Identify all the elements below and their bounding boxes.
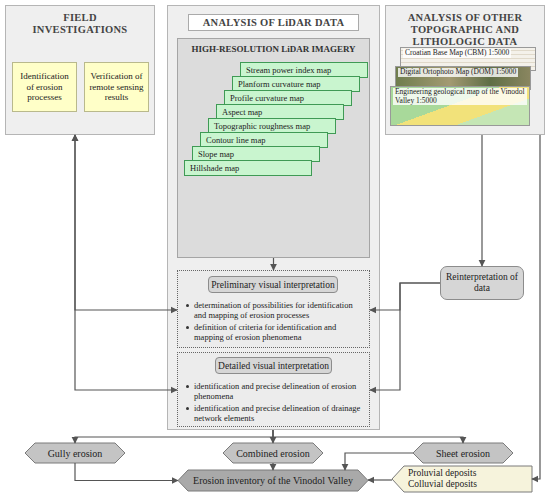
map-label: Croatian Base Map (CBM) 1:5000 (403, 49, 511, 58)
output-hexagon: Erosion inventory of the Vinodol Valley (178, 470, 368, 491)
bullet-dot (186, 385, 189, 388)
connector-arrow (370, 283, 440, 390)
result-label: Erosion inventory of the Vinodol Valley (193, 475, 353, 486)
bullet-row: identification and precise delineation o… (186, 381, 363, 401)
bullet-text: identification and precise delineation o… (194, 403, 363, 423)
connector-arrow (368, 479, 392, 480)
result-label: Combined erosion (236, 448, 310, 459)
process-box: Identification of erosion processes (12, 62, 77, 112)
connector-arrow (75, 430, 273, 443)
step-group: determination of possibilities for ident… (177, 270, 370, 348)
box-label: Reinterpretation of data (444, 272, 520, 294)
outline-polygon (223, 443, 323, 463)
process-box: Verification of remote sensing results (84, 62, 149, 112)
connector-arrow (75, 135, 177, 390)
outline-polygon (392, 466, 532, 492)
bullet-row: definition of criteria for identificatio… (186, 322, 363, 342)
map-label: Digital Ortophoto Map (DOM) 1:5000 (398, 68, 518, 77)
result-hexagon: Combined erosion (223, 443, 323, 463)
connector-arrow (481, 135, 482, 266)
layer-label: Aspect map (222, 107, 262, 117)
layer-label: Profile curvature map (230, 93, 304, 103)
group-box: HIGH-RESOLUTION LiDAR IMAGERY Stream powe… (177, 38, 370, 258)
step-group: identification and precise delineation o… (177, 352, 370, 427)
bullet-row: identification and precise delineation o… (186, 403, 363, 423)
connector-arrow (273, 430, 463, 443)
connector-arrow (272, 430, 273, 443)
process-box: Reinterpretation of data (440, 266, 524, 300)
result-label: Gully erosion (48, 448, 103, 459)
layer-label: Topographic roughness map (214, 121, 310, 131)
bullet-row: determination of possibilities for ident… (186, 300, 363, 320)
connector-arrow (75, 135, 177, 310)
layer-label: Planform curvature map (238, 79, 321, 89)
step-box: Preliminary visual interpretation (208, 276, 338, 293)
box-label: Identification of erosion processes (16, 71, 73, 103)
connector-arrow (532, 135, 540, 479)
step-box: Detailed visual interpretation (215, 357, 332, 374)
layer-label: Stream power index map (246, 65, 331, 75)
bullet-text: determination of possibilities for ident… (194, 300, 363, 320)
panel-title: FIELD INVESTIGATIONS (6, 6, 154, 36)
connector-arrow (370, 283, 440, 310)
result-hexagon: Sheet erosion (413, 443, 513, 463)
outline-polygon (178, 470, 368, 491)
panel-box: FIELD INVESTIGATIONS Identification of er… (5, 5, 155, 135)
layer-label: Slope map (198, 149, 234, 159)
layer-label: Hillshade map (190, 163, 239, 173)
step-label: Detailed visual interpretation (218, 361, 329, 371)
panel-box: ANALYSIS OF OTHER TOPOGRAPHIC AND LITHOL… (385, 5, 545, 135)
box-label: Proluvial deposits (408, 468, 476, 479)
bullet-dot (186, 304, 189, 307)
deposit-box: Proluvial depositsColluvial deposits (392, 466, 532, 492)
box-label: Colluvial deposits (408, 479, 477, 490)
bullet-dot (186, 326, 189, 329)
bullet-text: definition of criteria for identificatio… (194, 322, 363, 342)
layer-label: Contour line map (206, 135, 266, 145)
panel-title: ANALYSIS OF LiDAR DATA (188, 14, 359, 31)
panel-title: ANALYSIS OF OTHER TOPOGRAPHIC AND LITHOL… (386, 6, 544, 48)
connector-arrow (75, 463, 178, 481)
result-label: Sheet erosion (436, 448, 490, 459)
panel-box: ANALYSIS OF LiDAR DATA HIGH-RESOLUTION Li… (167, 5, 380, 430)
outline-polygon (25, 443, 125, 463)
bullet-text: identification and precise delineation o… (194, 381, 363, 401)
step-label: Preliminary visual interpretation (211, 280, 334, 290)
map-image: Engineering geological map of the Vinodo… (390, 86, 530, 126)
outline-polygon (413, 443, 513, 463)
bullet-dot (186, 407, 189, 410)
box-label: Verification of remote sensing results (88, 71, 145, 103)
group-title: HIGH-RESOLUTION LiDAR IMAGERY (178, 39, 369, 54)
result-hexagon: Gully erosion (25, 443, 125, 463)
connector-arrow (272, 463, 273, 470)
map-layer: Hillshade map (184, 160, 312, 176)
map-label: Engineering geological map of the Vinodo… (393, 88, 527, 105)
